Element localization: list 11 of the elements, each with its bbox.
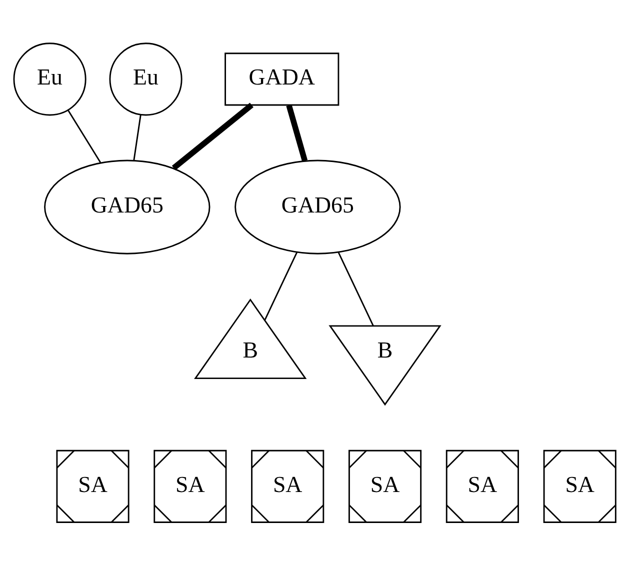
node-ellipse: GAD65 [234,160,401,254]
node-box: GADA [224,52,340,106]
node-circle: Eu [13,42,86,116]
connector [286,104,308,162]
node-circle: Eu [109,42,182,116]
connector [133,114,142,160]
connector [172,102,254,170]
connector [68,110,102,163]
node-ellipse: GAD65 [44,160,210,254]
connector [264,252,298,321]
connector [338,252,374,326]
